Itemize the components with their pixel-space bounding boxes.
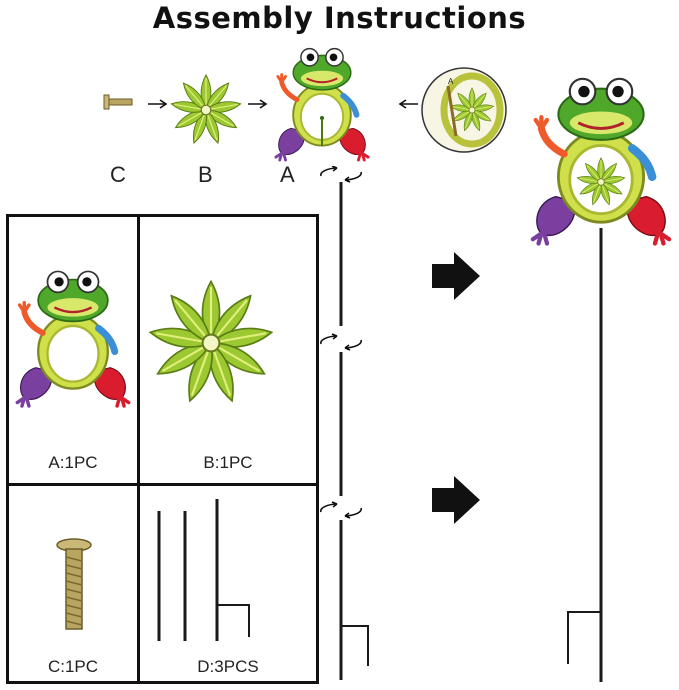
svg-text:A: A bbox=[448, 77, 454, 86]
detail-inset-icon: A bbox=[421, 67, 507, 153]
grid-divider bbox=[9, 483, 316, 486]
screw-icon bbox=[103, 94, 133, 110]
part-label-c: C:1PC bbox=[47, 657, 99, 676]
frog-icon bbox=[13, 257, 133, 417]
grid-divider bbox=[137, 217, 140, 681]
pinwheel-icon bbox=[164, 68, 248, 152]
part-label-d: D:3PCS bbox=[197, 657, 259, 676]
arrow-right-icon bbox=[248, 99, 268, 109]
screw-icon bbox=[56, 538, 92, 630]
arrow-right-icon bbox=[148, 99, 168, 109]
pinwheel-icon bbox=[143, 277, 317, 447]
frog-icon bbox=[268, 36, 378, 166]
page-title: Assembly Instructions bbox=[152, 1, 527, 35]
stake-rods-icon bbox=[157, 499, 250, 641]
parts-list-grid: A:1PC B:1PC C:1PC D:3PCS bbox=[6, 214, 319, 684]
assembled-frog-stake bbox=[528, 64, 678, 682]
step-label-b: B bbox=[198, 162, 213, 187]
arrow-right-icon bbox=[432, 476, 480, 524]
part-label-a: A:1PC bbox=[48, 453, 98, 472]
step-label-a: A bbox=[280, 162, 295, 187]
arrow-left-icon bbox=[398, 99, 418, 109]
arrow-right-icon bbox=[432, 252, 480, 300]
step-label-c: C bbox=[110, 162, 126, 187]
part-label-b: B:1PC bbox=[203, 453, 253, 472]
stake-assembly-diagram bbox=[320, 166, 369, 680]
